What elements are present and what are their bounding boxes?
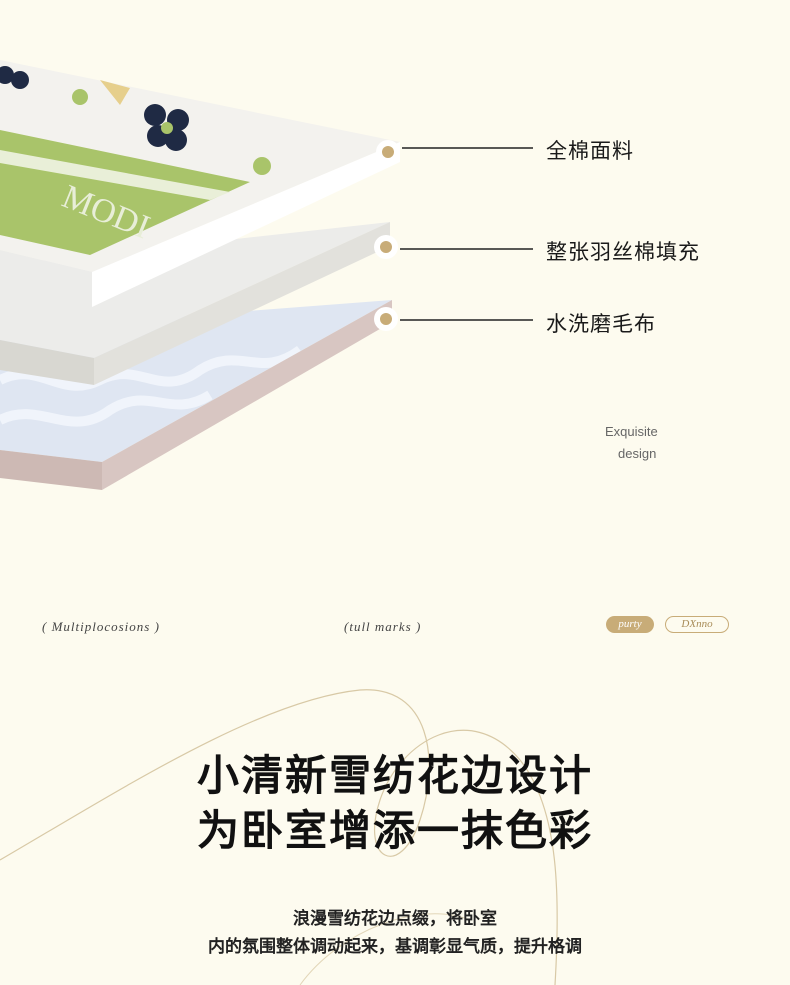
- flower-icon: [0, 66, 29, 89]
- layer-label-filling: 整张羽丝棉填充: [546, 240, 700, 264]
- layer-connector-3: [374, 307, 533, 331]
- layer-connector-2: [374, 235, 533, 259]
- tagline-line2: design: [618, 446, 657, 461]
- small-flower-icon: [72, 89, 271, 175]
- layer-connector-1: [376, 140, 533, 164]
- layer-label-cotton: 全棉面料: [546, 139, 634, 163]
- description-line1: 浪漫雪纺花边点缀，将卧室: [293, 909, 497, 929]
- badge-filled: purty: [606, 616, 654, 633]
- badge-outline: DXnno: [665, 616, 729, 633]
- flower-icon: [144, 104, 189, 151]
- decorative-curve: [299, 913, 471, 985]
- script-text-center: (tull marks ): [344, 619, 422, 634]
- tagline-line1: Exquisite: [605, 424, 658, 439]
- headline-line1: 小清新雪纺花边设计: [196, 751, 593, 800]
- headline-line2: 为卧室增添一抹色彩: [196, 806, 593, 855]
- decorative-curve: [0, 689, 558, 985]
- script-text-left: ( Multiplocosions ): [42, 619, 160, 634]
- description-line2: 内的氛围整体调动起来，基调彰显气质，提升格调: [208, 937, 582, 957]
- top-layer-cotton-fabric: MODI: [0, 60, 400, 307]
- layer-label-brushed: 水洗磨毛布: [546, 312, 656, 336]
